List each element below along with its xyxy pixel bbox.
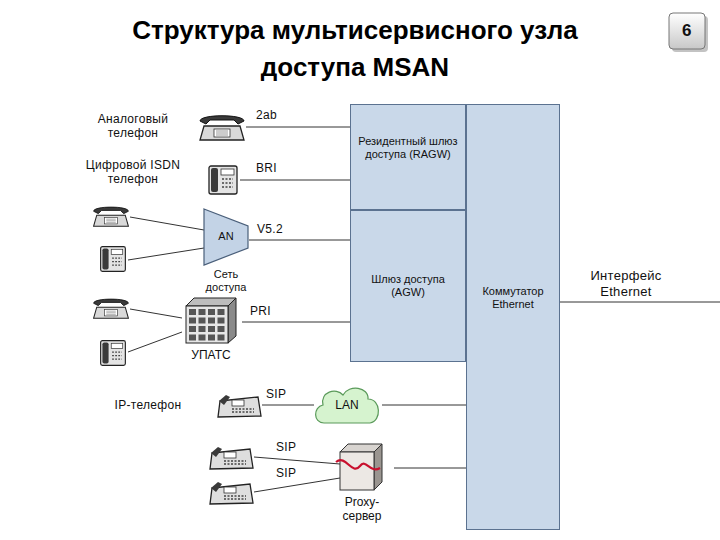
ip-phone	[218, 395, 261, 417]
pbx-server: УПАТС	[180, 296, 242, 368]
wire-sip	[254, 478, 340, 492]
protocol-label: SIP	[276, 440, 316, 454]
interface-label: PRI	[248, 304, 273, 318]
connector-line	[382, 405, 466, 406]
wire	[130, 309, 182, 318]
analog-phone	[94, 299, 129, 318]
isdn-phone	[101, 247, 126, 272]
isdn-phone	[101, 341, 126, 366]
wire-sip	[254, 457, 340, 464]
node-title: Шлюз доступа (AGW)	[353, 273, 463, 299]
analog-phone	[200, 116, 244, 140]
node-caption: Сеть доступа	[205, 268, 247, 294]
slide-number: 6	[669, 13, 705, 49]
node-title: LAN	[314, 398, 380, 412]
device-label: Цифровой ISDN телефон	[68, 158, 198, 187]
ip-phone	[210, 447, 253, 469]
node-title: AN	[205, 230, 247, 243]
device-label: IP-телефон	[98, 398, 198, 412]
gateway-box: Шлюз доступа (AGW)	[350, 210, 466, 362]
interface-label: BRI	[256, 161, 296, 175]
pbx-server-shape	[180, 296, 242, 344]
wire	[130, 217, 204, 230]
switch-box: Коммутатор Ethernet	[466, 104, 560, 530]
slide-title: Структура мультисервисного узла доступа …	[90, 12, 620, 86]
proxy-server: Proxy-сервер	[330, 440, 394, 530]
wire	[128, 248, 204, 260]
gateway-box: Резидентный шлюз доступа (RAGW)	[350, 104, 466, 210]
wire-bri	[240, 180, 350, 181]
proxy-server-shape	[330, 440, 394, 492]
protocol-label: SIP	[276, 466, 316, 480]
interface-label: 2ab	[256, 108, 296, 122]
ethernet-interface-line	[560, 302, 720, 303]
node-title: Коммутатор Ethernet	[469, 285, 557, 311]
interface-label: Интерфейс Ethernet	[566, 268, 686, 299]
ip-phone	[210, 482, 253, 504]
node-title: УПАТС	[182, 348, 240, 362]
wire	[128, 332, 182, 352]
isdn-phone	[209, 166, 237, 194]
node-title: Proxy-сервер	[332, 495, 392, 524]
device-label: Аналоговый телефон	[78, 112, 188, 141]
analog-phone	[94, 207, 129, 226]
node-title: Резидентный шлюз доступа (RAGW)	[353, 135, 463, 161]
wire-sip	[262, 405, 314, 406]
protocol-label: SIP	[266, 387, 306, 401]
connector-line	[249, 240, 350, 241]
lan-cloud: LAN	[312, 383, 382, 427]
wire-2ab	[246, 127, 350, 128]
connector-line	[242, 322, 350, 323]
access-network: AN Сеть доступа	[203, 208, 249, 299]
slide-badge	[669, 13, 705, 49]
connector-line	[394, 468, 466, 469]
interface-label: V5.2	[255, 222, 285, 236]
